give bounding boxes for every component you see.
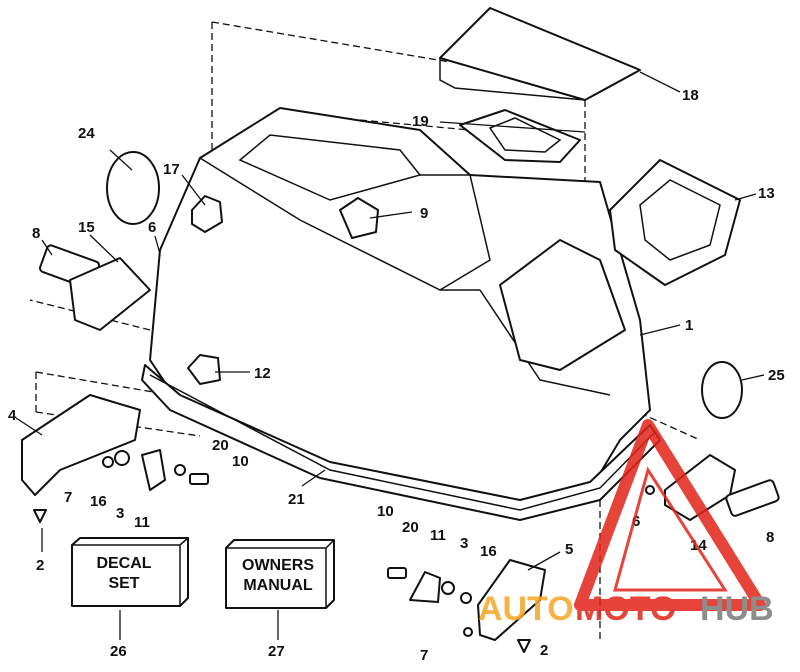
watermark-logo: AUTO MOTO HUB — [478, 419, 774, 628]
decal-line-1: DECAL — [96, 555, 151, 572]
callout-1: 1 — [685, 317, 693, 334]
motor-cover-cowl — [149, 107, 651, 506]
callout-16a: 16 — [90, 493, 107, 510]
callout-15: 15 — [78, 219, 95, 236]
callout-7b: 7 — [420, 647, 428, 664]
callout-3a: 3 — [116, 505, 124, 522]
round-seal-25 — [701, 361, 743, 419]
callout-5: 5 — [565, 541, 573, 558]
callout-16b: 16 — [480, 543, 497, 560]
side-window-panel — [609, 159, 741, 286]
callout-4: 4 — [8, 407, 17, 424]
callout-13: 13 — [758, 185, 775, 202]
left-latch-assembly — [21, 244, 209, 523]
knob-12 — [187, 354, 221, 385]
leader-lines — [15, 71, 765, 640]
callout-17: 17 — [163, 161, 180, 178]
callout-11a: 11 — [134, 514, 150, 531]
watermark-inner-triangle-icon — [613, 466, 728, 592]
watermark-triangle-icon — [574, 419, 766, 611]
callout-20b: 20 — [402, 519, 419, 536]
callout-26: 26 — [110, 643, 127, 660]
top-cover-seal — [459, 109, 581, 163]
decal-line-2: SET — [108, 575, 139, 592]
callout-labels: 1 18 19 13 24 17 9 12 25 15 8 6 4 20 10 … — [8, 87, 785, 664]
round-seal-24 — [106, 151, 160, 225]
watermark-text-auto: AUTO — [478, 590, 574, 628]
callout-20a: 20 — [212, 437, 229, 454]
owners-manual-box: OWNERS MANUAL — [225, 539, 335, 609]
callout-27: 27 — [268, 643, 285, 660]
callout-2b: 2 — [540, 642, 548, 659]
callout-8b: 8 — [766, 529, 774, 546]
watermark-text-hub: HUB — [700, 590, 774, 628]
callout-10a: 10 — [232, 453, 249, 470]
knob-17 — [191, 195, 223, 233]
callout-6a: 6 — [148, 219, 156, 236]
callout-25: 25 — [768, 367, 785, 384]
top-cover — [439, 7, 641, 101]
callout-19: 19 — [412, 113, 429, 130]
callout-11b: 11 — [430, 527, 446, 544]
right-latch-assembly — [387, 454, 780, 653]
callout-12: 12 — [254, 365, 271, 382]
callout-7a: 7 — [64, 489, 72, 506]
watermark-text-moto: MOTO — [575, 590, 676, 628]
callout-21: 21 — [288, 491, 305, 508]
callout-10b: 10 — [377, 503, 394, 520]
callout-3b: 3 — [460, 535, 468, 552]
decal-set-box: DECAL SET — [71, 537, 189, 607]
callout-8a: 8 — [32, 225, 40, 242]
callout-9: 9 — [420, 205, 428, 222]
callout-24: 24 — [78, 125, 95, 142]
manual-line-1: OWNERS — [242, 557, 314, 574]
callout-6b: 6 — [632, 513, 640, 530]
manual-line-2: MANUAL — [243, 577, 313, 594]
knob-9 — [339, 197, 379, 239]
callout-18: 18 — [682, 87, 699, 104]
callout-2a: 2 — [36, 557, 44, 574]
